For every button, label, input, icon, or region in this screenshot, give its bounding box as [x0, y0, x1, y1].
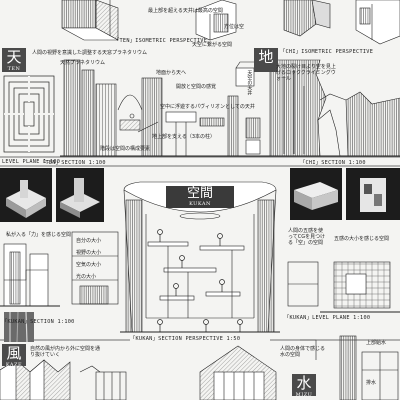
chi-isometric-caption: 「CHI」ISOMETRIC PERSPECTIVE	[280, 49, 374, 55]
mizu-glyph: 水	[296, 374, 312, 392]
ten-note-6: 天空に繋がる空間	[192, 42, 233, 48]
mizu-title-box: 水 MIZU	[292, 374, 316, 398]
bamboo-photo	[4, 312, 34, 342]
chi-note-1: 大地の裂け目より空を見上げるロッククライミングウォール	[276, 64, 336, 83]
ten-vertical-note: 天空の天井	[246, 70, 253, 95]
kukan-note-right-1: 人間の五感を使ってCGを見つける「空」の空間	[288, 228, 326, 247]
ten-note-1: 最上部を超える天井は最高の空間	[148, 8, 223, 14]
kukan-level-caption: 「KUKAN」LEVEL PLANE 1:100	[284, 315, 371, 321]
kaze-note-1: 自然の風が内から外に空間を通り抜けていく	[30, 346, 101, 359]
chi-section-drawing	[266, 59, 400, 157]
ten-note-7: 空中に浮遊するパヴィリオンとしての天井	[160, 104, 255, 110]
ten-note-10: 階段は空間の構成要素	[100, 146, 151, 152]
ten-section-caption: 「TEN」SECTION 1:100	[40, 160, 106, 166]
kukan-romaji: KUKAN	[189, 201, 211, 207]
kukan-level-plane	[287, 261, 400, 313]
model-photo-ten	[0, 168, 52, 222]
mizu-drawing	[300, 335, 399, 400]
kaze-romaji: KAZE	[5, 362, 23, 368]
kukan-note-left-4: 光の大小	[76, 274, 97, 280]
ten-title-box: 天 TEN	[2, 48, 26, 72]
ten-isometric-drawing-2	[195, 0, 237, 41]
ten-isometric-caption: 「TEN」ISOMETRIC PERSPECTIVE	[114, 38, 208, 44]
ten-note-2: 人間の視野を意識した調整する天窓プラネタリウム	[32, 50, 148, 56]
ten-note-8: 地上部を支える（3本の柱）	[152, 134, 216, 140]
model-photo-ten-2	[56, 168, 104, 222]
kukan-small-note: 私が入る「力」を感じる空間	[6, 232, 72, 238]
kukan-left-caption: 「KUKAN」SECTION 1:100	[2, 319, 75, 325]
ten-note-3: 地面から天へ	[156, 70, 187, 76]
kukan-note-left-1: 自分の大小	[76, 238, 102, 244]
ten-glyph: 天	[6, 48, 22, 66]
kukan-glyph: 空間	[186, 186, 213, 201]
bottom-center-drawing	[199, 345, 277, 400]
ten-note-5: 開放と空間の感覚	[176, 84, 217, 90]
chi-glyph: 地	[258, 48, 274, 66]
ten-romaji: TEN	[7, 66, 21, 72]
model-photo-chi-2	[346, 168, 400, 220]
ten-section-drawing	[60, 59, 270, 157]
chi-isometric-drawing	[283, 0, 400, 45]
model-photo-chi	[290, 168, 342, 220]
kukan-section-caption: 「KUKAN」SECTION PERSPECTIVE 1:50	[130, 336, 241, 342]
mizu-note-1: 人間の身体で感じる水の空間	[280, 346, 326, 359]
ten-level-plane-plan	[3, 75, 55, 153]
kukan-section-left	[0, 231, 119, 307]
chi-section-caption: 「CHI」SECTION 1:100	[300, 160, 366, 166]
kukan-note-left-2: 視野の大小	[76, 250, 102, 256]
ten-note-4: 天然プラネタリウム	[60, 60, 106, 66]
ten-note-9: 方位は空	[224, 24, 245, 30]
kukan-note-left-3: 空気の大小	[76, 262, 102, 268]
ten-level-caption: LEVEL PLANE 1:100	[2, 159, 61, 165]
kaze-glyph: 風	[6, 344, 22, 362]
kukan-note-right-2: 五感の大小を感じる空間	[334, 236, 390, 242]
kaze-title-box: 風 KAZE	[2, 344, 26, 368]
kukan-title-box: 空間 KUKAN	[166, 186, 234, 208]
mizu-note-3: 排水	[366, 380, 377, 386]
ten-isometric-drawing	[61, 0, 119, 41]
ten-section-detail	[235, 61, 261, 155]
mizu-note-2: 上部給水	[366, 340, 387, 346]
chi-title-box: 地	[254, 48, 278, 72]
mizu-romaji: MIZU	[295, 392, 313, 398]
